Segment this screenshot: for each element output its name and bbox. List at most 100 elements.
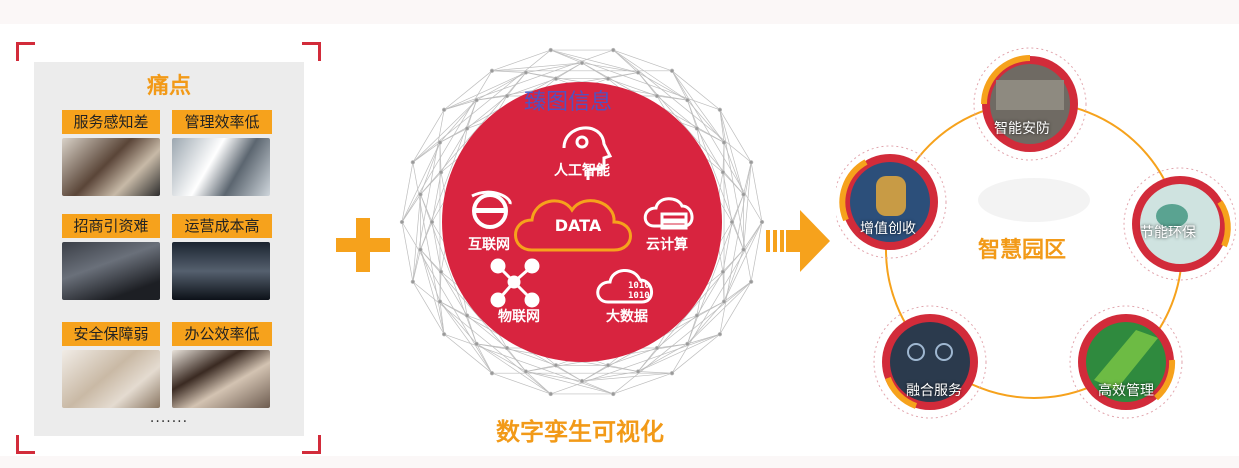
mesh-line: [443, 72, 527, 111]
mesh-line: [671, 70, 688, 101]
data-label: DATA: [554, 216, 602, 235]
mesh-line: [476, 95, 508, 101]
mesh-line: [719, 109, 744, 195]
eco-label: 节能环保: [1140, 225, 1196, 241]
corner-bracket: [302, 435, 321, 454]
mesh-line: [431, 221, 442, 272]
mesh-node: [685, 341, 690, 347]
mesh-line: [613, 49, 639, 73]
keyboard-photo: [62, 242, 160, 300]
mesh-line: [412, 109, 445, 282]
mesh-line: [440, 271, 468, 316]
mesh-line: [719, 281, 752, 335]
mesh-line: [412, 249, 421, 282]
mesh-line: [412, 162, 445, 335]
internet-label: 互联网: [468, 237, 510, 253]
mesh-line: [750, 162, 763, 223]
mesh-node: [474, 341, 479, 347]
mesh-node: [741, 192, 746, 197]
data-cloud-icon: [514, 199, 632, 252]
mesh-line: [613, 372, 673, 395]
mesh-node: [464, 126, 470, 131]
mesh-node: [441, 107, 447, 112]
mesh-node: [523, 369, 529, 374]
mesh-line: [581, 380, 614, 395]
mesh-line: [550, 333, 721, 395]
mesh-node: [410, 279, 416, 284]
mesh-node: [717, 107, 723, 112]
mesh-line: [719, 109, 752, 163]
mesh-line: [506, 78, 557, 97]
iot-network-icon: [490, 258, 540, 308]
more-indicator: ·······: [149, 414, 189, 430]
mesh-node: [720, 269, 726, 274]
mesh-node: [579, 378, 585, 384]
arrow-bar: [766, 230, 770, 252]
watermark-text: 臻图信息: [524, 90, 613, 115]
mesh-node: [418, 192, 423, 197]
mesh-line: [476, 72, 527, 101]
mesh-line: [420, 142, 441, 195]
mesh-line: [401, 162, 414, 223]
mesh-node: [437, 299, 443, 304]
mesh-line: [723, 281, 752, 302]
mesh-line: [696, 128, 724, 173]
mesh-line: [638, 371, 673, 374]
mesh-line: [581, 62, 609, 80]
mesh-node: [720, 170, 726, 175]
mesh-line: [550, 49, 583, 64]
big-data-cloud-icon: [596, 269, 653, 304]
mesh-line: [581, 371, 639, 382]
mesh-node: [553, 363, 559, 368]
mesh-line: [696, 301, 725, 316]
right-arrow-icon: [786, 210, 830, 272]
mesh-node: [429, 219, 435, 225]
mesh-line: [687, 281, 752, 345]
mesh-node: [553, 76, 559, 81]
mesh-line: [412, 281, 551, 395]
mesh-line: [723, 249, 744, 302]
mesh-line: [506, 347, 557, 366]
handshake-photo: [62, 350, 160, 408]
cloud-computing-label: 云计算: [646, 237, 688, 253]
mesh-node: [611, 47, 616, 53]
mesh-line: [687, 100, 744, 250]
mesh-line: [443, 333, 493, 374]
center-shadow: [978, 178, 1090, 222]
mesh-line: [696, 271, 724, 316]
mesh-line: [696, 128, 725, 143]
mesh-line: [581, 364, 609, 382]
mesh-line: [722, 171, 744, 195]
mesh-line: [466, 315, 477, 344]
pain-tag: 运营成本高: [172, 214, 272, 238]
mesh-line: [581, 62, 639, 73]
ai-label: 人工智能: [554, 163, 610, 179]
corner-bracket: [302, 42, 321, 61]
mesh-line: [412, 281, 445, 335]
mesh-node: [489, 371, 495, 376]
mesh-line: [439, 142, 442, 173]
mesh-node: [438, 170, 444, 175]
mesh-line: [637, 343, 688, 372]
mesh-line: [671, 70, 725, 143]
mesh-node: [717, 332, 723, 337]
mesh-node: [437, 140, 443, 145]
mesh-line: [671, 70, 721, 111]
mesh-node: [438, 269, 444, 274]
mesh-line: [743, 162, 752, 195]
mesh-line: [476, 343, 551, 395]
smart-park-cycle: [836, 47, 1236, 419]
mesh-line: [401, 70, 493, 223]
mesh-line: [401, 194, 421, 223]
mesh-line: [491, 372, 551, 395]
mesh-line: [687, 301, 725, 345]
network-sphere: 1010 1010: [399, 47, 765, 397]
cloud-computing-icon: [643, 197, 694, 230]
mesh-line: [443, 49, 614, 111]
mesh-line: [439, 128, 468, 143]
mesh-node: [729, 219, 735, 225]
mesh-line: [439, 99, 477, 143]
service-label: 融合服务: [906, 383, 962, 399]
mesh-line: [412, 99, 477, 163]
internet-e-icon: [471, 190, 512, 229]
